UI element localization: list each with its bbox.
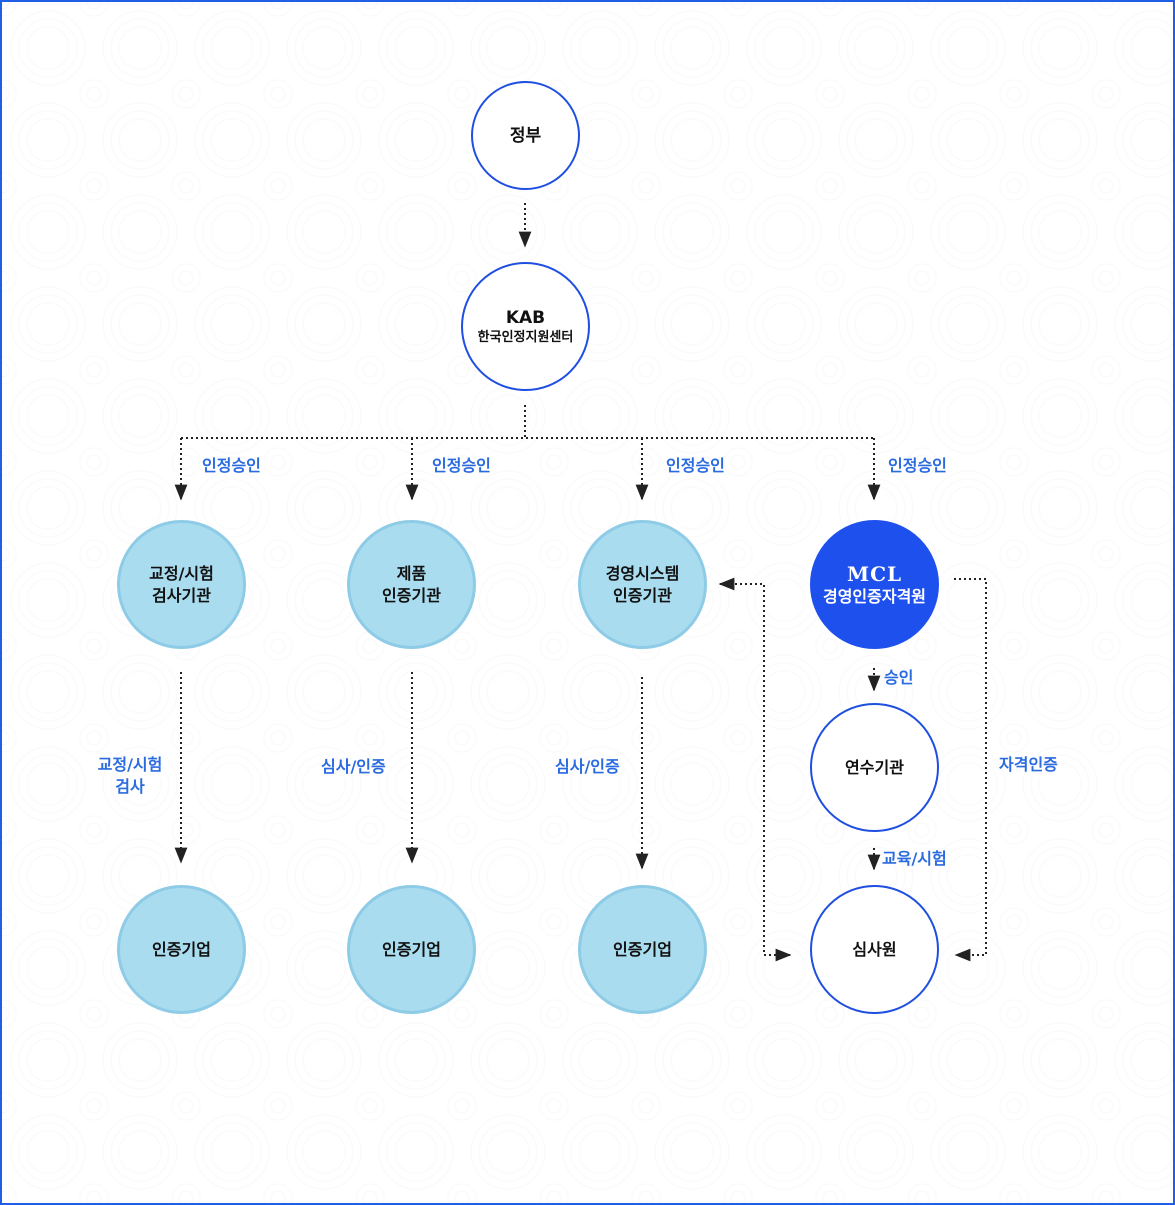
node-training-label: 연수기관: [845, 757, 904, 777]
edge-label-calibration-line2: 검사: [115, 777, 145, 796]
edge-label-approval: 승인: [884, 668, 914, 687]
node-kab-sublabel: 한국인정지원센터: [477, 329, 574, 345]
node-company-1-label: 인증기업: [152, 939, 211, 959]
edge-auditor-mgmt: [718, 577, 792, 962]
node-company-2-label: 인증기업: [382, 939, 441, 959]
edge-label-audit-cert-2: 심사/인증: [555, 757, 620, 776]
edge-label-accreditation-1: 인정승인: [202, 456, 261, 475]
node-certified-company-3[interactable]: 인증기업: [578, 885, 707, 1014]
node-certified-company-2[interactable]: 인증기업: [347, 885, 476, 1014]
node-mgmt-system-cert-org[interactable]: 경영시스템 인증기관: [578, 520, 707, 649]
node-auditor[interactable]: 심사원: [810, 885, 939, 1014]
node-product-line1: 제품: [396, 563, 427, 583]
node-kab-label: KAB: [505, 307, 546, 328]
node-product-line2: 인증기관: [382, 585, 441, 605]
edge-mcl-auditor-qualification: [954, 578, 987, 962]
node-mcl-sublabel: 경영인증자격원: [822, 586, 927, 606]
node-calibration-line2: 검사기관: [152, 585, 211, 605]
node-government[interactable]: 정부: [471, 81, 580, 190]
node-mgmt-line1: 경영시스템: [605, 563, 680, 583]
node-calibration-org[interactable]: 교정/시험 검사기관: [117, 520, 246, 649]
node-company-3-label: 인증기업: [613, 939, 672, 959]
edge-label-accreditation-3: 인정승인: [666, 456, 725, 475]
node-kab[interactable]: KAB 한국인정지원센터: [461, 262, 590, 391]
edge-label-audit-cert-1: 심사/인증: [321, 757, 386, 776]
node-training-org[interactable]: 연수기관: [810, 703, 939, 832]
node-government-label: 정부: [509, 125, 542, 146]
edge-label-accreditation-2: 인정승인: [432, 456, 491, 475]
node-mcl-label: MCL: [846, 561, 903, 586]
edge-label-accreditation-4: 인정승인: [888, 456, 947, 475]
node-mgmt-line2: 인증기관: [613, 585, 672, 605]
node-auditor-label: 심사원: [852, 939, 897, 959]
node-certified-company-1[interactable]: 인증기업: [117, 885, 246, 1014]
node-calibration-line1: 교정/시험: [149, 563, 214, 583]
node-mcl[interactable]: MCL 경영인증자격원: [810, 520, 939, 649]
edge-label-calibration-line1: 교정/시험: [97, 755, 163, 774]
edge-label-qualification-cert: 자격인증: [999, 755, 1058, 774]
edge-label-calibration: 교정/시험 검사: [84, 754, 176, 798]
node-product-cert-org[interactable]: 제품 인증기관: [347, 520, 476, 649]
edge-label-education-exam: 교육/시험: [882, 849, 947, 868]
